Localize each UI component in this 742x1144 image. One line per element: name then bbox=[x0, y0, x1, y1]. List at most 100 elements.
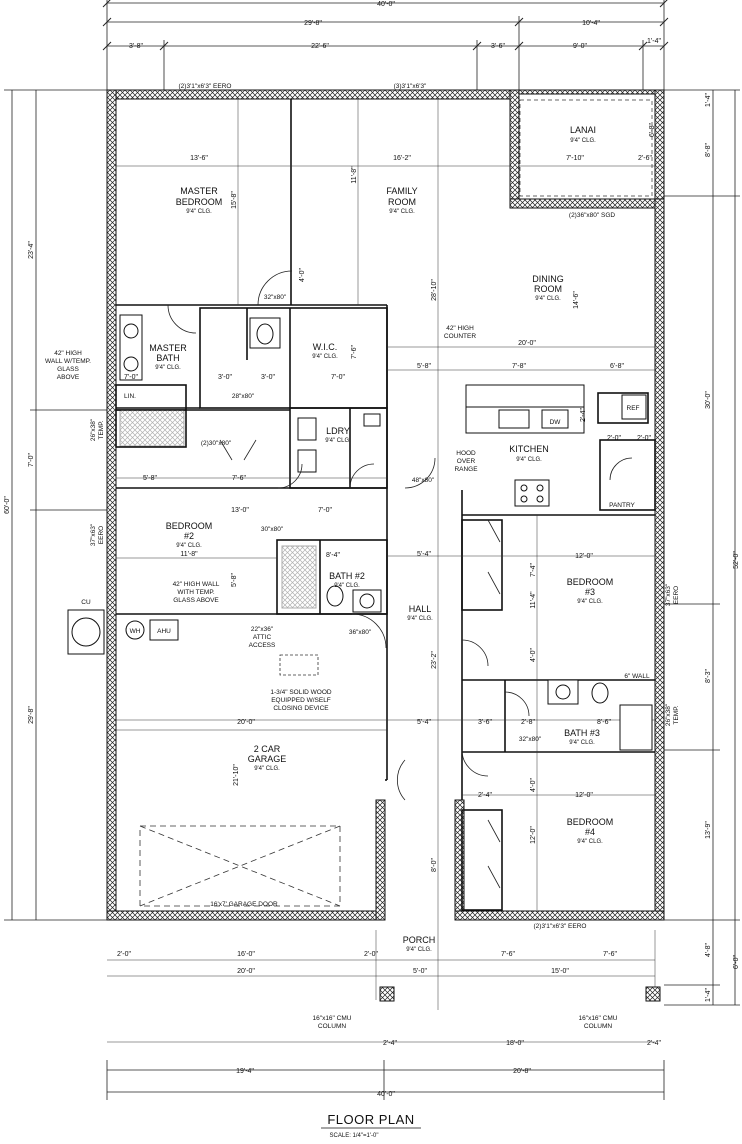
room-labels: MASTER BEDROOM 9'4" CLG. FAMILY ROOM 9'4… bbox=[149, 125, 613, 953]
dim: 6'-8" bbox=[610, 363, 624, 370]
dim: 2'-4" bbox=[478, 792, 492, 799]
room-ceiling: 9'4" CLG. bbox=[535, 296, 561, 302]
side-dimension-lines bbox=[4, 89, 740, 1006]
dim: 2'-0" bbox=[364, 951, 378, 958]
note-window: 37"x63" bbox=[665, 583, 672, 606]
dim-top-c2: 22'-6" bbox=[311, 43, 329, 50]
door-swings bbox=[167, 270, 633, 889]
room-name: BEDROOM bbox=[567, 817, 614, 827]
room-name: LANAI bbox=[570, 125, 596, 135]
dim: 5'-8" bbox=[231, 573, 238, 587]
room-ceiling: 9'4" CLG. bbox=[312, 354, 338, 360]
note-wall: 42" HIGH WALL bbox=[173, 581, 220, 588]
dim: 7'-6" bbox=[232, 475, 246, 482]
room-name-2: GARAGE bbox=[248, 754, 287, 764]
note-fridge: REF bbox=[627, 405, 640, 412]
dim-left-lower: 29'-8" bbox=[28, 706, 35, 724]
room-ceiling: 9'4" CLG. bbox=[176, 543, 202, 549]
room-name: BATH #2 bbox=[329, 571, 365, 581]
note-air-handler: AHU bbox=[157, 628, 171, 635]
room-ceiling: 9'4" CLG. bbox=[186, 209, 212, 215]
room-name-2: BATH bbox=[156, 353, 179, 363]
dim-right-b4: 13'-9" bbox=[705, 821, 712, 839]
dim: 4'-0" bbox=[530, 648, 537, 662]
note-window: TEMP. bbox=[98, 420, 105, 439]
dim: 5'-4" bbox=[417, 551, 431, 558]
note-linen: LIN. bbox=[124, 393, 136, 400]
dim: 7'-0" bbox=[331, 374, 345, 381]
dim: 12'-0" bbox=[530, 826, 537, 844]
dim: 15'-8" bbox=[231, 191, 238, 209]
dim-top-c1: 3'-8" bbox=[129, 43, 143, 50]
dim: 7'-10" bbox=[566, 155, 584, 162]
dim: 2'-0" bbox=[117, 951, 131, 958]
dim: 20'-0" bbox=[237, 719, 255, 726]
dim-left-total: 60'-0" bbox=[4, 496, 11, 514]
title-block: FLOOR PLAN SCALE: 1/4"=1'-0" bbox=[321, 1112, 421, 1139]
note-attic: 22"x36" bbox=[251, 626, 274, 633]
dim: 20'-0" bbox=[237, 968, 255, 975]
dim-top-total: 40'-0" bbox=[377, 1, 395, 8]
dim-left-upper: 23'-4" bbox=[28, 241, 35, 259]
note-hood: OVER bbox=[457, 458, 476, 465]
room-name: DINING bbox=[532, 274, 564, 284]
dim: 8'-4" bbox=[326, 552, 340, 559]
note-pantry: PANTRY bbox=[609, 502, 635, 509]
dim: 16'-2" bbox=[393, 155, 411, 162]
dim: 2'-8" bbox=[521, 719, 535, 726]
dim: 8'-0" bbox=[431, 858, 438, 872]
note-window: (2)3'1"x6'3" EERO bbox=[179, 83, 232, 90]
note-column: COLUMN bbox=[584, 1023, 612, 1030]
dim: 11'-4" bbox=[530, 591, 537, 609]
lanai-dashed-outline bbox=[519, 99, 653, 197]
room-name-2: #2 bbox=[184, 531, 194, 541]
room-name-2: #3 bbox=[585, 587, 595, 597]
dim: 11'-8" bbox=[351, 166, 358, 184]
room-name: KITCHEN bbox=[509, 444, 549, 454]
drawing-title: FLOOR PLAN bbox=[327, 1112, 414, 1127]
dim: 2'-0" bbox=[637, 435, 651, 442]
room-name: BATH #3 bbox=[564, 728, 600, 738]
dim-top-b: 10'-4" bbox=[582, 20, 600, 27]
room-name: BEDROOM bbox=[166, 521, 213, 531]
room-name: LDRY bbox=[326, 426, 350, 436]
exterior-walls bbox=[106, 89, 665, 921]
note-dishwasher: DW bbox=[550, 419, 562, 426]
dim: 7'-0" bbox=[318, 507, 332, 514]
note-door: 28"x80" bbox=[232, 393, 255, 400]
room-ceiling: 9'4" CLG. bbox=[325, 438, 351, 444]
dim: 2'-4" bbox=[647, 1040, 661, 1047]
room-dimensions: 13'-6" 15'-8" 16'-2" 11'-8" 7'-10" 2'-6"… bbox=[117, 123, 661, 1047]
top-dimension-lines bbox=[106, 0, 665, 1100]
room-name: FAMILY bbox=[386, 186, 417, 196]
room-ceiling: 9'4" CLG. bbox=[516, 457, 542, 463]
dim: 12'-0" bbox=[575, 553, 593, 560]
note-window: 26"x38" bbox=[90, 418, 97, 441]
room-ceiling: 9'4" CLG. bbox=[570, 138, 596, 144]
note-door: 32"x80" bbox=[264, 294, 287, 301]
dim-right-porch-a: 4'-8" bbox=[705, 943, 712, 957]
dim: 8'-6" bbox=[597, 719, 611, 726]
dim: 3'-6" bbox=[478, 719, 492, 726]
note-attic: ATTIC bbox=[253, 634, 272, 641]
dim: 11'-8" bbox=[180, 551, 198, 558]
dim: 23'-2" bbox=[431, 651, 438, 669]
interior-walls bbox=[115, 99, 656, 911]
room-ceiling: 9'4" CLG. bbox=[389, 209, 415, 215]
dim: 3'-0" bbox=[261, 374, 275, 381]
dim-top-c3: 3'-6" bbox=[491, 43, 505, 50]
drawing-scale: SCALE: 1/4"=1'-0" bbox=[330, 1133, 379, 1139]
room-name-2: #4 bbox=[585, 827, 595, 837]
note-water-heater: WH bbox=[130, 628, 141, 635]
note-sliding-door: (2)36"x80" SGD bbox=[569, 212, 615, 219]
dim: 7'-8" bbox=[512, 363, 526, 370]
note-wall: 6" WALL bbox=[624, 673, 650, 680]
room-ceiling: 9'4" CLG. bbox=[334, 583, 360, 589]
note-window: 37"x63" bbox=[90, 523, 97, 546]
note-door-spec: EQUIPPED W/SELF bbox=[271, 697, 331, 704]
room-name: W.I.C. bbox=[313, 342, 338, 352]
dim: 13'-6" bbox=[190, 155, 208, 162]
note-door-spec: CLOSING DEVICE bbox=[273, 705, 329, 712]
room-name: MASTER bbox=[180, 186, 218, 196]
note-column: 16"x16" CMU bbox=[313, 1015, 352, 1022]
